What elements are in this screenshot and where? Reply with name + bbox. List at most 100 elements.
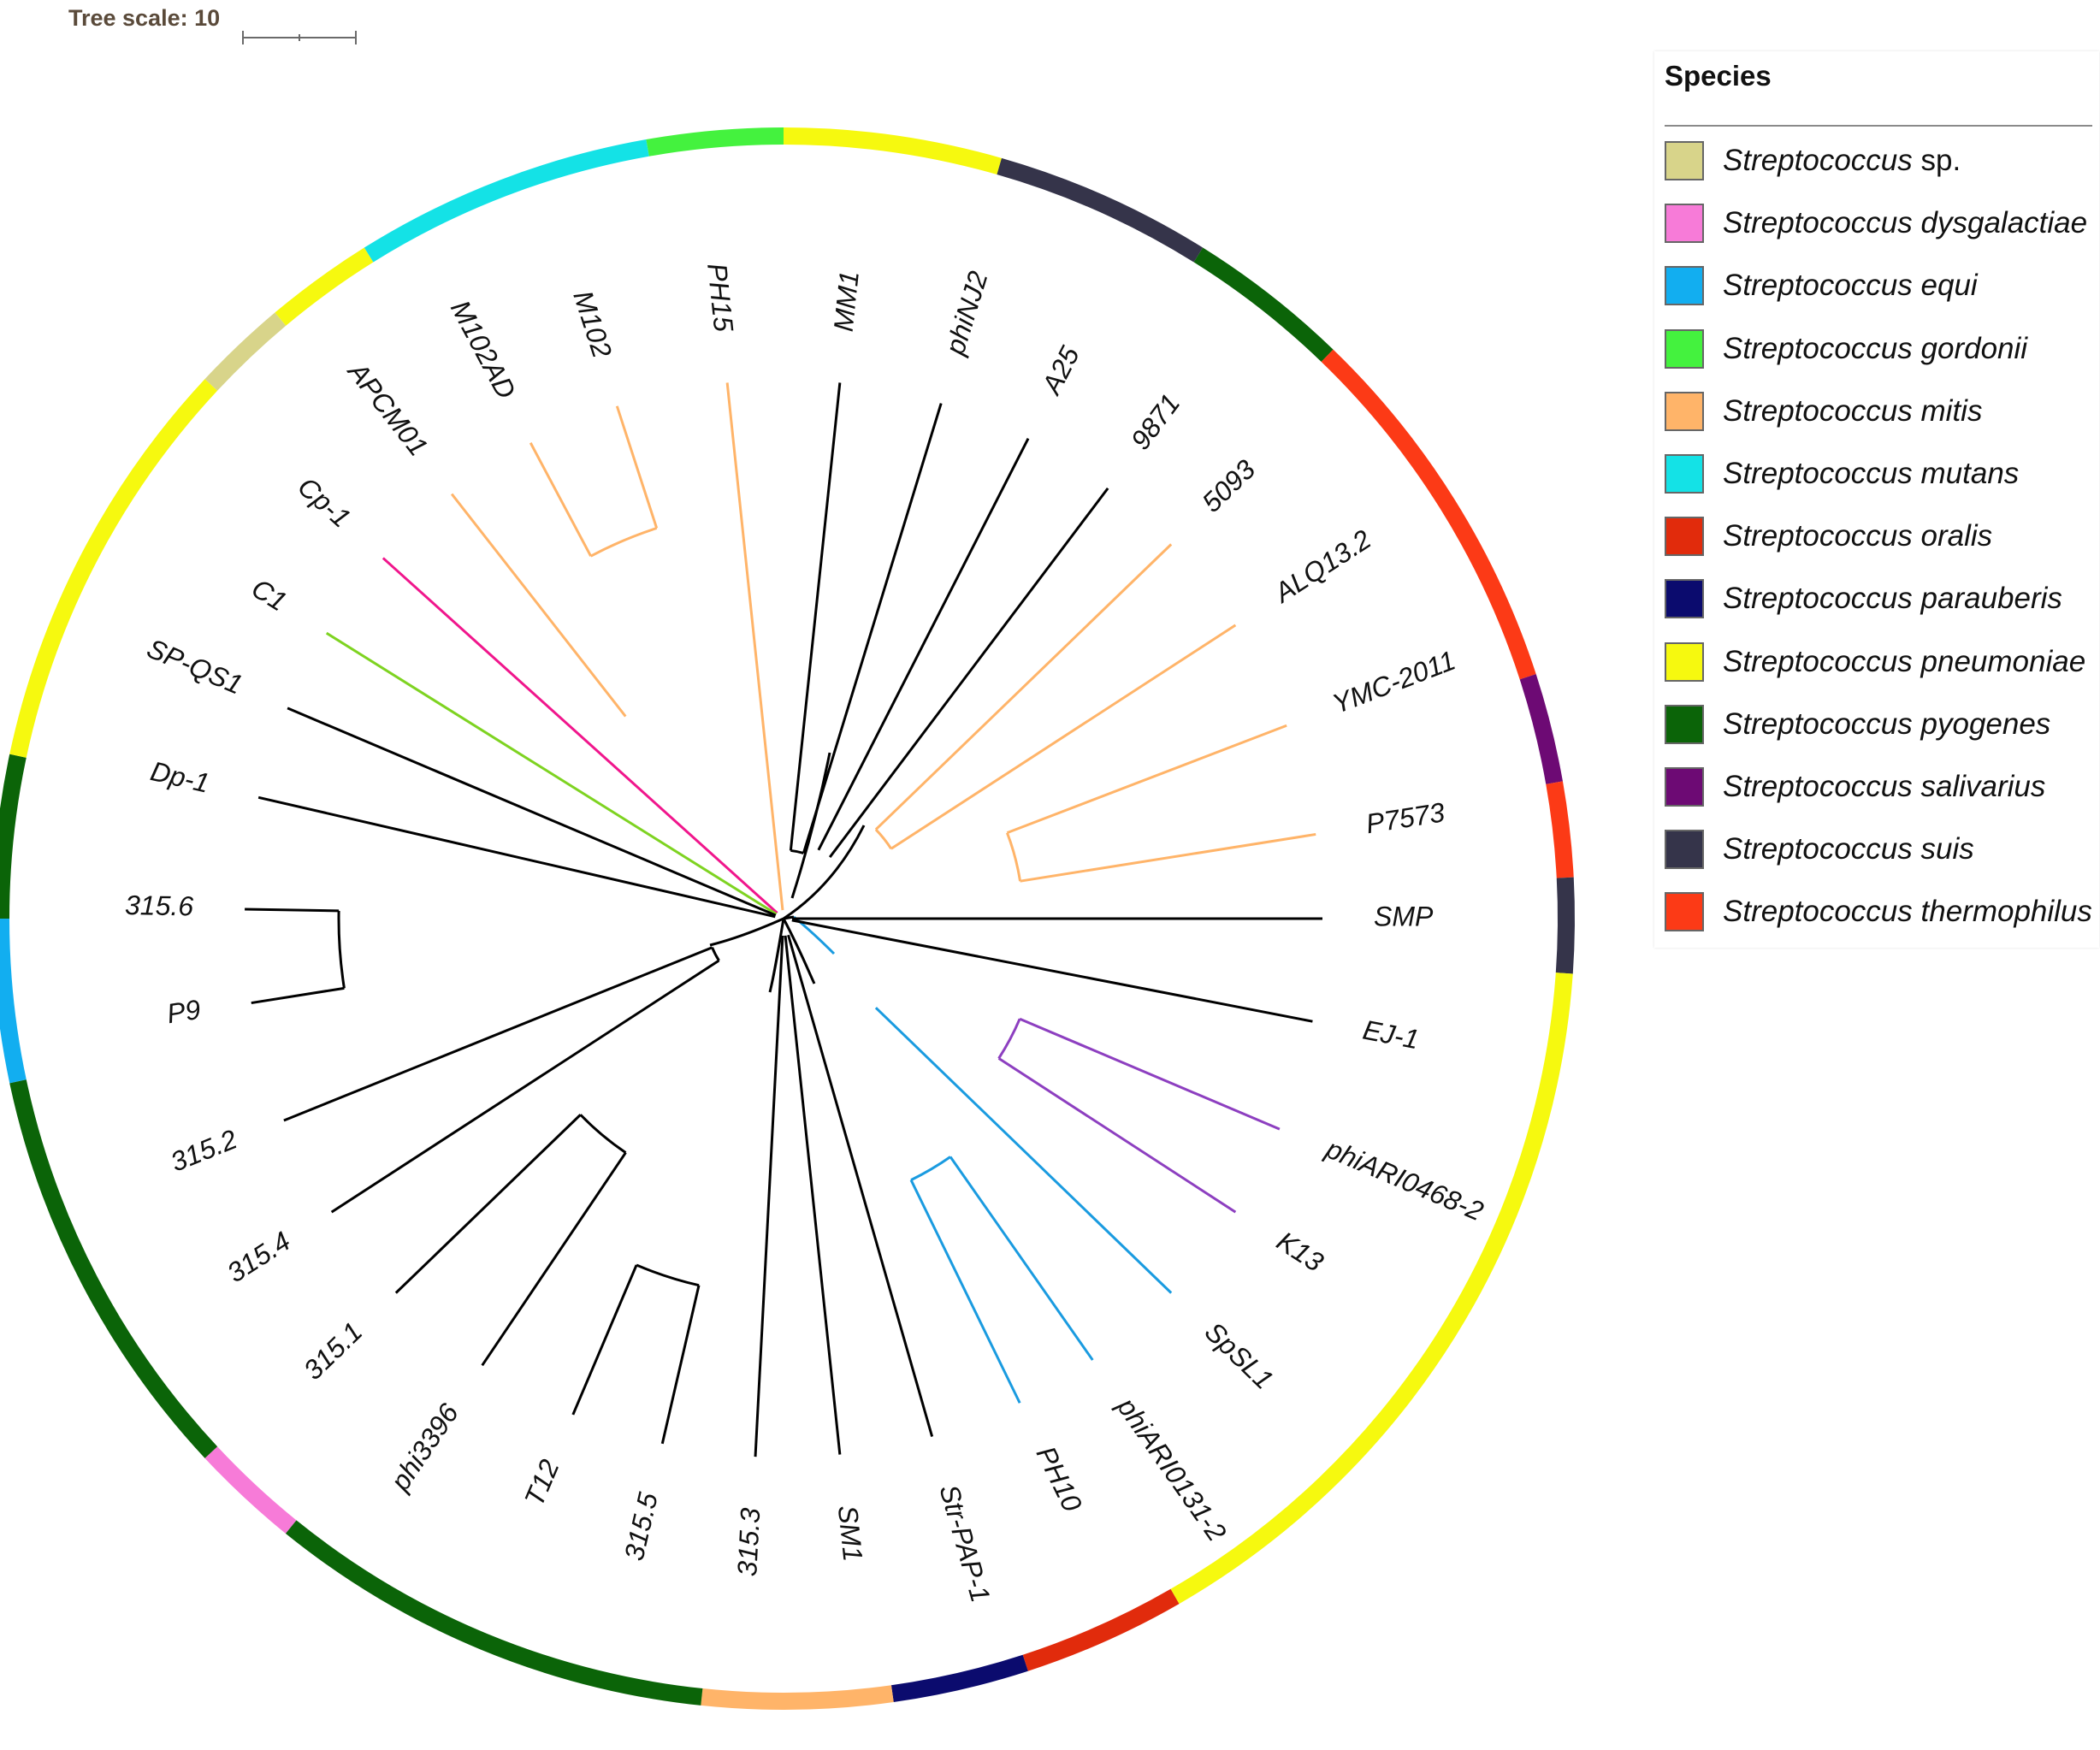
- legend-swatch: [1665, 830, 1704, 870]
- legend-genus: Streptococcus: [1723, 707, 1913, 741]
- leaf-label: SpSL1: [1199, 1316, 1280, 1396]
- internal-branch: [768, 918, 785, 993]
- leaf-label: MM1: [828, 269, 865, 333]
- legend-item: Streptococcus pneumoniae: [1665, 640, 2085, 684]
- leaf-branch: [450, 493, 627, 718]
- leaf-label: phi3396: [384, 1398, 464, 1497]
- legend-genus: Streptococcus: [1723, 832, 1913, 866]
- internal-branch: [782, 918, 816, 984]
- leaf-branch: [1006, 724, 1287, 835]
- ring-segment: [9, 1079, 218, 1458]
- ring-segment: [1321, 349, 1536, 680]
- legend-epithet: dysgalactiae: [1920, 206, 2088, 240]
- leaf-label: T12: [518, 1455, 565, 1511]
- leaf-branch: [949, 1156, 1094, 1361]
- leaf-branch: [287, 707, 777, 917]
- ring-segment: [204, 1446, 297, 1534]
- legend-genus: Streptococcus: [1723, 144, 1913, 177]
- legend-epithet: parauberis: [1920, 582, 2062, 616]
- legend-label: Streptococcus mutans: [1723, 457, 2019, 491]
- leaf-label: A25: [1035, 341, 1085, 400]
- tree-scale-bar: [242, 31, 357, 44]
- leaf-label: phiNJ2: [939, 268, 994, 359]
- legend-genus: Streptococcus: [1723, 644, 1913, 678]
- legend-item: Streptococcus thermophilus: [1665, 890, 2092, 934]
- legend-item: Streptococcus pyogenes: [1665, 702, 2050, 747]
- legend-epithet: mitis: [1920, 393, 1983, 428]
- legend-label: Streptococcus oralis: [1723, 519, 1992, 553]
- leaf-branch: [529, 442, 592, 557]
- leaf-branch: [660, 1285, 701, 1445]
- clade-arc: [874, 828, 893, 850]
- ring-segment: [0, 754, 27, 919]
- ring-segment: [1170, 973, 1573, 1605]
- legend-item: Streptococcus mutans: [1665, 452, 2019, 496]
- legend-epithet: suis: [1920, 832, 1974, 866]
- clade-arc: [636, 1263, 700, 1287]
- ring-segment: [997, 157, 1204, 263]
- leaf-label: SP-QS1: [143, 633, 247, 701]
- legend-label: Streptococcus suis: [1723, 832, 1974, 866]
- leaf-label: Str-PAP-1: [933, 1481, 996, 1606]
- legend-epithet: equi: [1920, 269, 1978, 303]
- legend-epithet: pneumoniae: [1920, 644, 2086, 678]
- leaf-branch: [283, 946, 713, 1122]
- leaf-branch: [481, 1151, 627, 1367]
- leaf-label: 9871: [1125, 388, 1186, 456]
- leaf-branch: [787, 934, 934, 1438]
- leaf-branch: [784, 935, 842, 1455]
- clade-arc: [579, 1114, 627, 1154]
- legend-item: Streptococcus equi: [1665, 263, 1978, 308]
- leaf-branch: [909, 1179, 1021, 1404]
- legend-swatch: [1665, 579, 1704, 619]
- ring-segment: [275, 247, 374, 326]
- leaf-label: YMC-2011: [1328, 645, 1459, 720]
- leaf-label: Cp-1: [292, 471, 357, 534]
- ring-segment: [783, 127, 1002, 175]
- leaf-branch: [382, 557, 778, 914]
- leaf-branch: [571, 1264, 638, 1416]
- legend-genus: Streptococcus: [1723, 519, 1913, 553]
- ring-segment: [646, 127, 784, 157]
- leaf-branch: [817, 437, 1030, 851]
- leaf-label: P9: [165, 994, 203, 1030]
- leaf-branch: [754, 935, 784, 1457]
- leaf-label: 315.4: [222, 1226, 296, 1289]
- legend-epithet: mutans: [1920, 457, 2020, 490]
- legend-title: Species: [1665, 60, 1772, 92]
- ring-segment: [1022, 1588, 1180, 1671]
- legend-epithet: gordonii: [1920, 331, 2028, 365]
- leaf-label: PH15: [701, 262, 739, 334]
- clade-arc: [711, 947, 720, 961]
- leaf-label: C1: [246, 572, 293, 617]
- legend-genus: Streptococcus: [1723, 582, 1913, 616]
- internal-branch: [709, 917, 784, 947]
- leaf-label: K13: [1271, 1226, 1329, 1278]
- leaf-branch: [257, 795, 776, 919]
- legend-label: Streptococcus equi: [1723, 269, 1978, 303]
- ring-segment: [701, 1685, 894, 1710]
- leaf-label: 315.1: [298, 1316, 369, 1386]
- leaf-label: Dp-1: [148, 755, 213, 799]
- legend-swatch: [1665, 391, 1704, 431]
- legend-item: Streptococcus gordonii: [1665, 327, 2027, 371]
- leaf-branch: [245, 908, 340, 913]
- clade-arc: [1005, 832, 1022, 882]
- legend-item: Streptococcus oralis: [1665, 514, 1992, 559]
- leaf-label: SMP: [1374, 901, 1434, 931]
- leaf-label: 5093: [1196, 453, 1261, 517]
- ring-segment: [364, 139, 649, 263]
- legend-label: Streptococcus parauberis: [1723, 582, 2062, 616]
- legend-label: Streptococcus pyogenes: [1723, 707, 2050, 742]
- legend-item: Streptococcus mitis: [1665, 389, 1982, 434]
- legend-swatch: [1665, 266, 1704, 306]
- legend-item: Streptococcus salivarius: [1665, 765, 2045, 809]
- legend-genus: Streptococcus: [1723, 331, 1913, 365]
- legend-genus: Streptococcus: [1723, 895, 1913, 929]
- legend-epithet: salivarius: [1920, 770, 2046, 803]
- legend-label: Streptococcus dysgalactiae: [1723, 206, 2087, 240]
- legend-swatch: [1665, 141, 1704, 180]
- leaf-branch: [791, 919, 1313, 1023]
- legend-genus: Streptococcus: [1723, 269, 1913, 303]
- leaf-label: SM1: [832, 1504, 869, 1563]
